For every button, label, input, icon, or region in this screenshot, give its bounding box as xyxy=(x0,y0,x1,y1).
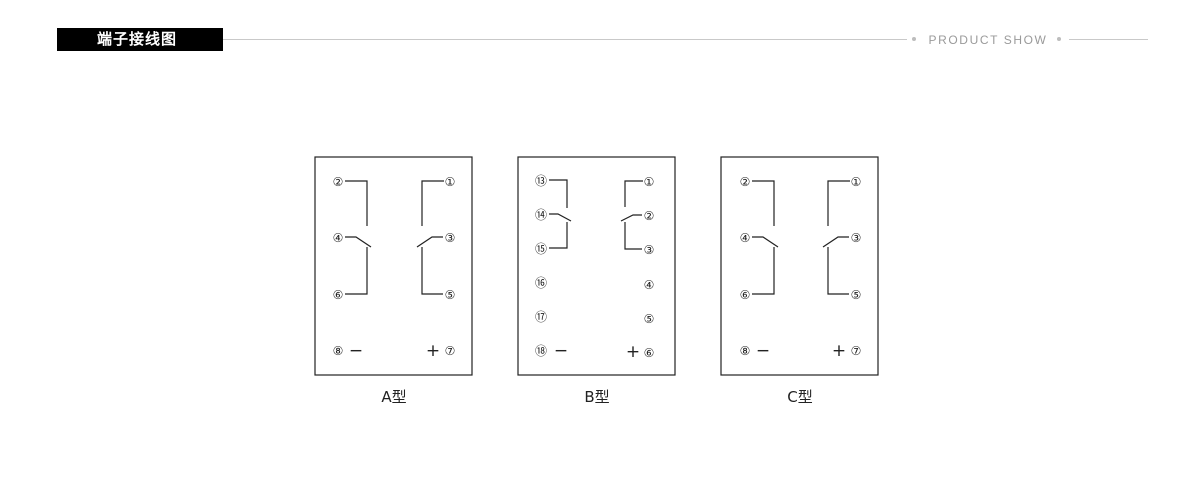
terminal-label: ⑯ xyxy=(535,276,547,290)
diagram-caption: B型 xyxy=(584,388,609,406)
diagram-b-wire-14 xyxy=(549,213,572,222)
terminal-label: ⑤ xyxy=(644,312,655,326)
diagram-b-labels: ⑬ ⑭ ⑮ ⑯ ⑰ ⑱ − ① ② ③ ④ ⑤ ⑥ + B型 xyxy=(535,174,654,406)
terminal-label: ③ xyxy=(851,231,862,245)
terminal-label: ③ xyxy=(644,243,655,257)
diagram-a-labels: ② ④ ⑥ ⑧ − ① ③ ⑤ ⑦ + A型 xyxy=(333,175,456,406)
diagram-c xyxy=(720,156,879,376)
terminal-label: ② xyxy=(740,175,751,189)
header-dot-left xyxy=(912,37,916,41)
terminal-label: ④ xyxy=(333,231,344,245)
terminal-label: ⑤ xyxy=(445,288,456,302)
terminal-label: ④ xyxy=(644,278,655,292)
terminal-label: ⑥ xyxy=(644,346,655,360)
diagram-b-frame xyxy=(517,156,676,376)
terminal-label: ⑱ xyxy=(535,344,547,358)
terminal-label: ① xyxy=(644,175,655,189)
plus-sign: + xyxy=(626,342,640,362)
terminal-label: ⑰ xyxy=(535,310,547,324)
section-subtitle: PRODUCT SHOW xyxy=(928,33,1048,47)
header-dot-right xyxy=(1057,37,1061,41)
terminal-label: ④ xyxy=(740,231,751,245)
diagram-caption: C型 xyxy=(787,388,812,406)
terminal-label: ⑥ xyxy=(740,288,751,302)
terminal-label: ⑭ xyxy=(535,208,547,222)
plus-sign: + xyxy=(426,341,440,361)
header-rule-left xyxy=(223,39,907,40)
diagram-b-wire-15 xyxy=(549,222,568,249)
terminal-label: ① xyxy=(445,175,456,189)
diagram-a xyxy=(314,156,473,376)
terminal-label: ⑦ xyxy=(851,344,862,358)
diagram-b-wire-2 xyxy=(620,214,642,222)
terminal-label: ⑬ xyxy=(535,174,547,188)
diagram-b xyxy=(517,156,676,376)
section-title: 端子接线图 xyxy=(57,28,223,51)
diagram-a-wire-5 xyxy=(421,247,443,295)
diagram-c-wire-3 xyxy=(822,236,849,248)
diagram-caption: A型 xyxy=(381,388,406,406)
terminal-label: ⑤ xyxy=(851,288,862,302)
diagram-c-wire-5 xyxy=(827,247,849,295)
diagram-a-wire-1 xyxy=(421,180,444,226)
terminal-label: ⑦ xyxy=(445,344,456,358)
diagram-b-wire-1 xyxy=(624,180,643,207)
diagram-a-frame xyxy=(314,156,473,376)
diagram-c-wire-6 xyxy=(752,247,775,295)
page-header: 端子接线图 PRODUCT SHOW xyxy=(0,0,1200,60)
diagram-c-frame xyxy=(720,156,879,376)
diagram-c-wire-2 xyxy=(752,180,775,226)
diagram-b-wire-13 xyxy=(549,179,568,208)
minus-sign: − xyxy=(349,341,363,361)
terminal-label: ② xyxy=(333,175,344,189)
terminal-label: ⑥ xyxy=(333,288,344,302)
plus-sign: + xyxy=(832,341,846,361)
diagram-b-wire-3 xyxy=(624,222,642,250)
diagram-a-wire-2 xyxy=(345,180,368,226)
minus-sign: − xyxy=(756,341,770,361)
diagram-a-wire-3 xyxy=(416,236,443,248)
terminal-label: ① xyxy=(851,175,862,189)
terminal-label: ⑧ xyxy=(740,344,751,358)
diagram-c-wire-1 xyxy=(827,180,850,226)
diagram-a-wire-6 xyxy=(345,247,368,295)
diagram-c-wire-4 xyxy=(752,236,779,248)
terminal-label: ③ xyxy=(445,231,456,245)
minus-sign: − xyxy=(554,341,568,361)
diagram-c-labels: ② ④ ⑥ ⑧ − ① ③ ⑤ ⑦ + C型 xyxy=(740,175,862,406)
terminal-label: ② xyxy=(644,209,655,223)
terminal-label: ⑮ xyxy=(535,242,547,256)
terminal-label: ⑧ xyxy=(333,344,344,358)
header-rule-right xyxy=(1069,39,1148,40)
diagram-a-wire-4 xyxy=(345,236,372,248)
